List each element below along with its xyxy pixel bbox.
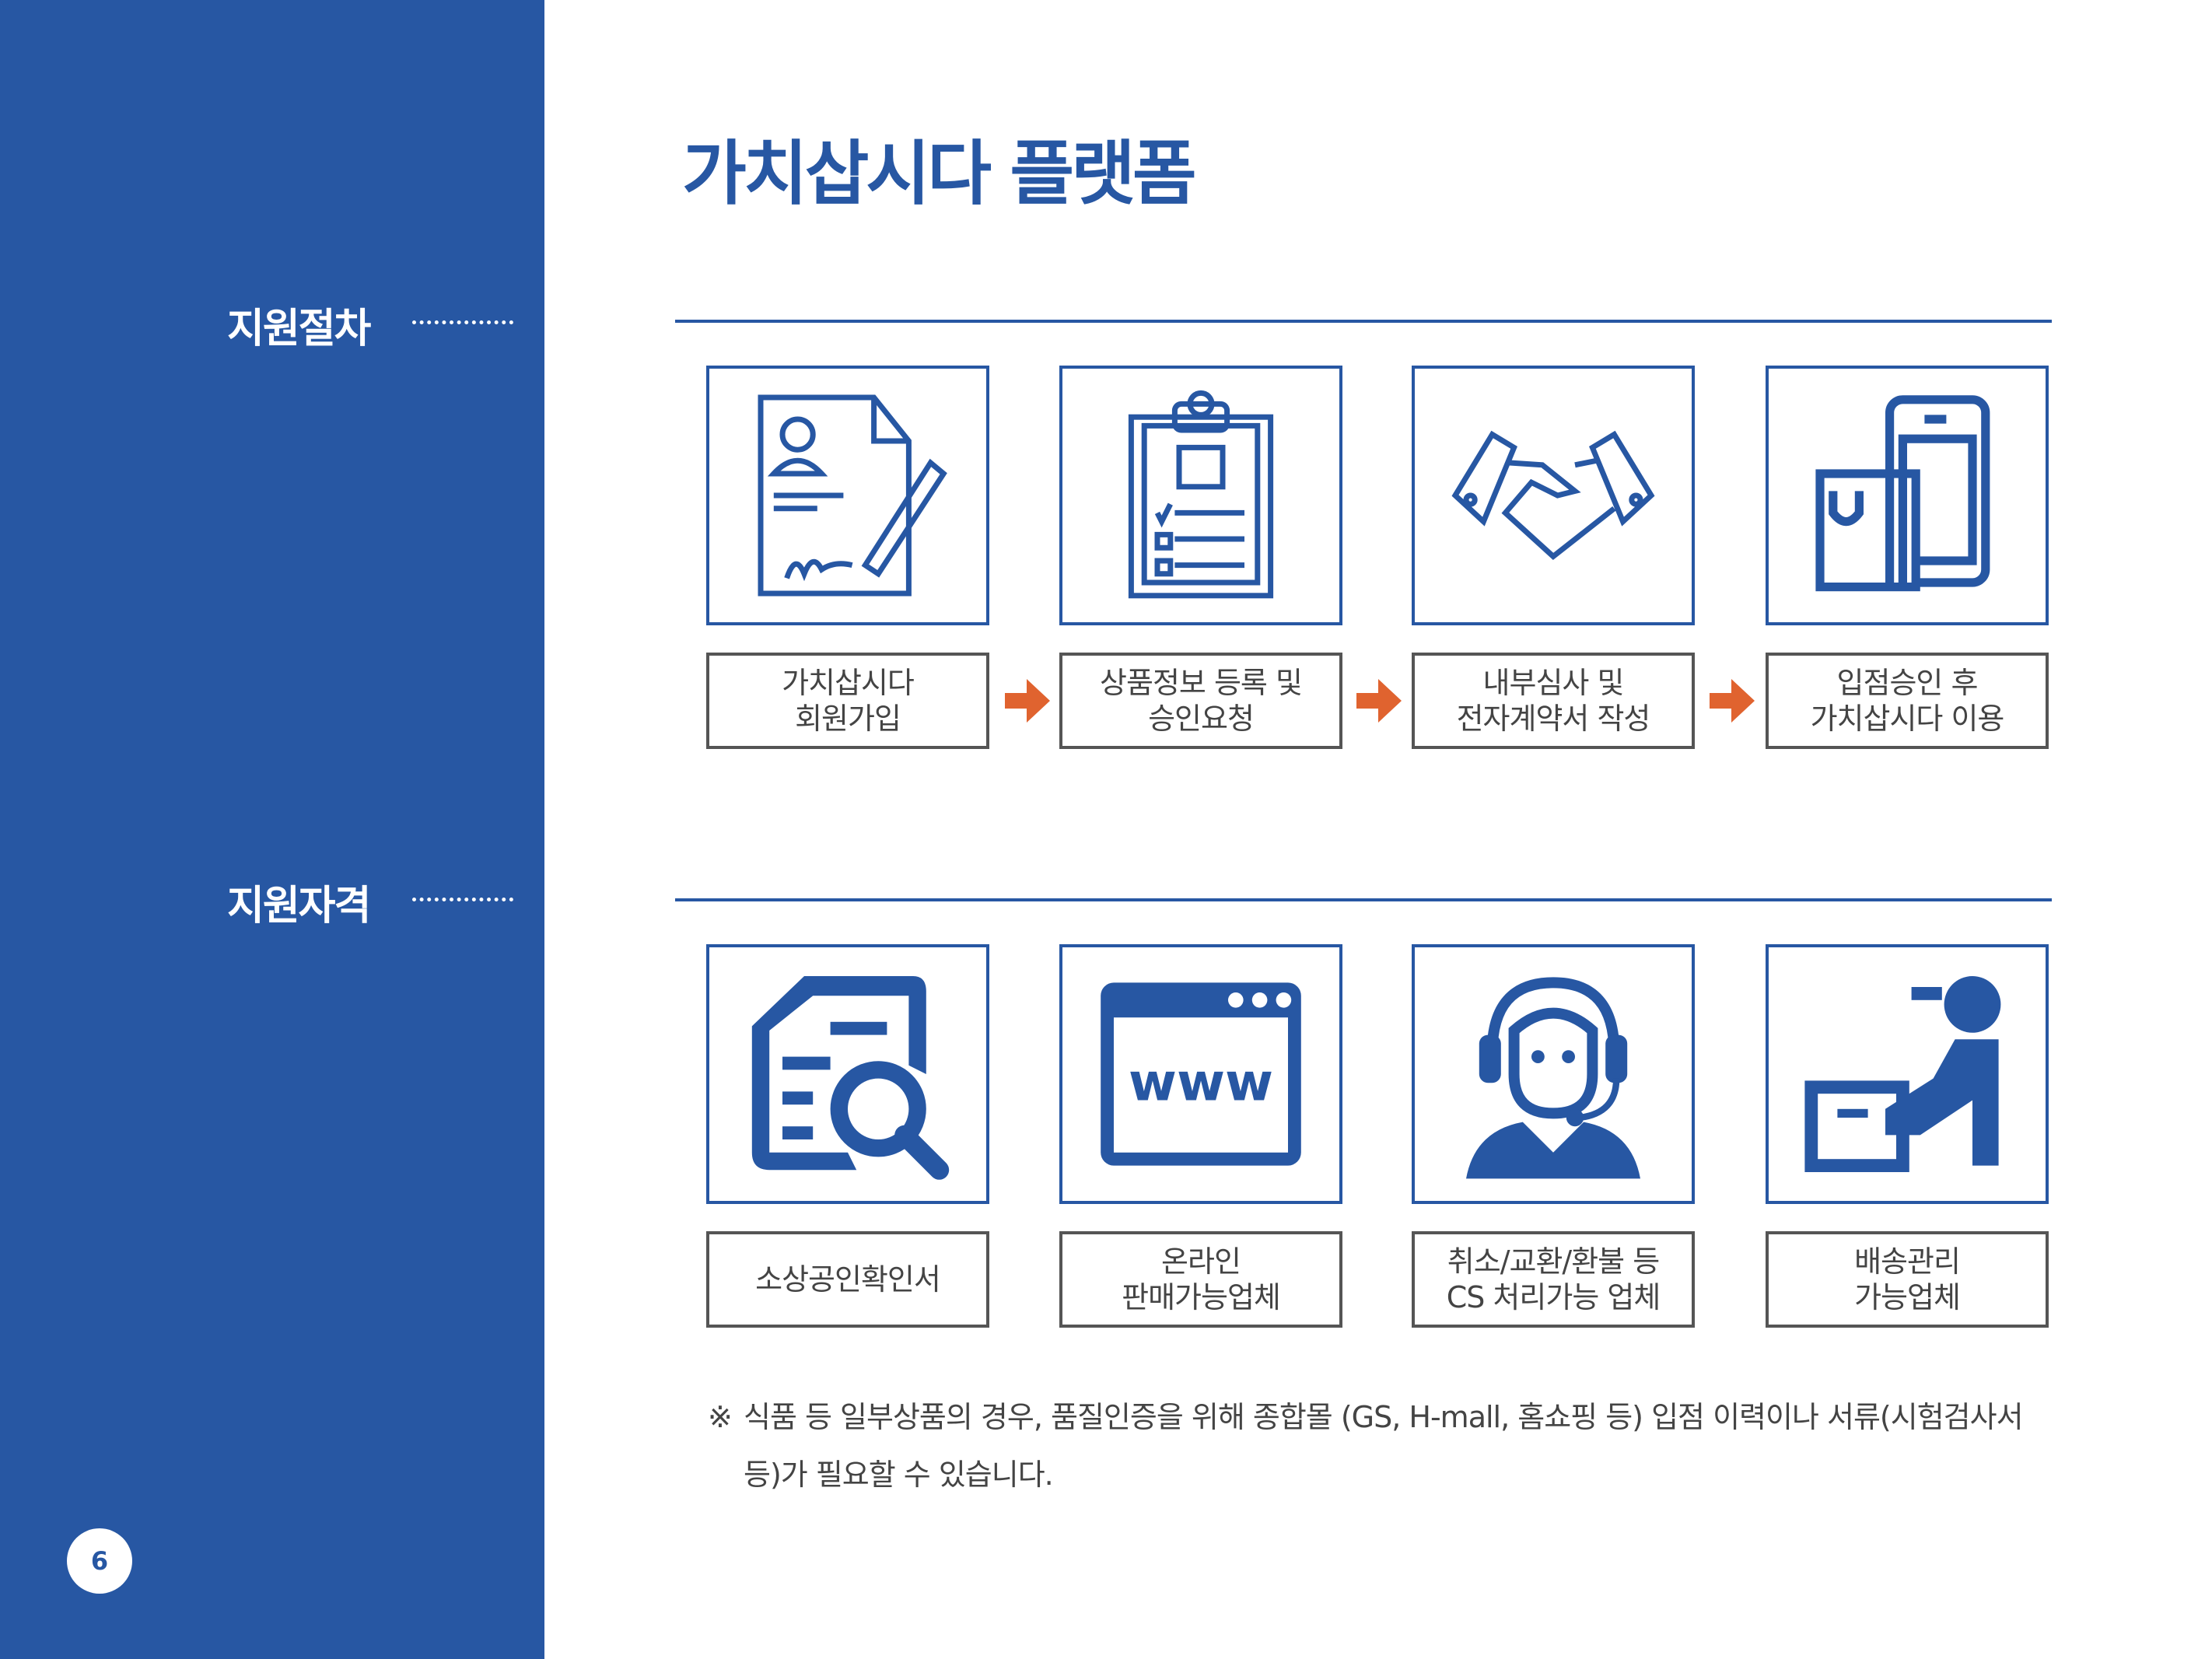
cs-headset-icon-box <box>1412 944 1695 1204</box>
divider <box>675 898 2052 901</box>
clipboard-icon-box <box>1059 366 1342 625</box>
footnote: ※ 식품 등 일부상품의 경우, 품질인증을 위해 종합몰 (GS, H-mal… <box>708 1388 2046 1503</box>
delivery-person-icon <box>1804 976 2001 1172</box>
arrow-right-icon <box>1356 679 1402 723</box>
qualification-label: 소상공인확인서 <box>706 1231 989 1328</box>
page-number: 6 <box>67 1528 132 1594</box>
footnote-text: 식품 등 일부상품의 경우, 품질인증을 위해 종합몰 (GS, H-mall,… <box>744 1400 2024 1492</box>
page-title: 가치삽시다 플랫폼 <box>682 133 1197 215</box>
reference-mark: ※ <box>708 1400 733 1434</box>
document-search-icon <box>751 976 950 1180</box>
section-label-procedure: 지원절차 <box>227 306 371 352</box>
qualification-label: 취소/교환/환불 등 CS 처리가능 업체 <box>1412 1231 1695 1328</box>
clipboard-checklist-icon <box>1128 390 1274 599</box>
www-browser-icon: www <box>1101 982 1301 1166</box>
handshake-icon-box <box>1412 366 1695 625</box>
qualification-label: 배송관리 가능업체 <box>1766 1231 2049 1328</box>
step-label: 내부심사 및 전자계약서 작성 <box>1412 653 1695 749</box>
dotted-leader <box>412 320 513 324</box>
contract-sign-icon <box>758 394 947 597</box>
section-label-qualification: 지원자격 <box>227 883 371 929</box>
qualification-label: 온라인 판매가능업체 <box>1059 1231 1342 1328</box>
mobile-shopping-icon-box <box>1766 366 2049 625</box>
dotted-leader <box>412 898 513 901</box>
arrow-right-icon <box>1710 679 1755 723</box>
svg-text:www: www <box>1129 1052 1273 1113</box>
divider <box>675 320 2052 323</box>
step-label: 가치삽시다 회원가입 <box>706 653 989 749</box>
document-search-icon-box <box>706 944 989 1204</box>
cs-headset-icon <box>1466 977 1640 1179</box>
handshake-icon <box>1451 430 1655 560</box>
delivery-icon-box <box>1766 944 2049 1204</box>
sidebar: 지원절차 지원자격 6 <box>0 0 544 1659</box>
step-label: 상품정보 등록 및 승인요청 <box>1059 653 1342 749</box>
www-icon-box: www <box>1059 944 1342 1204</box>
step-label: 입점승인 후 가치삽시다 이용 <box>1766 653 2049 749</box>
contract-sign-icon-box <box>706 366 989 625</box>
mobile-shopping-icon <box>1815 395 1990 592</box>
arrow-right-icon <box>1005 679 1050 723</box>
